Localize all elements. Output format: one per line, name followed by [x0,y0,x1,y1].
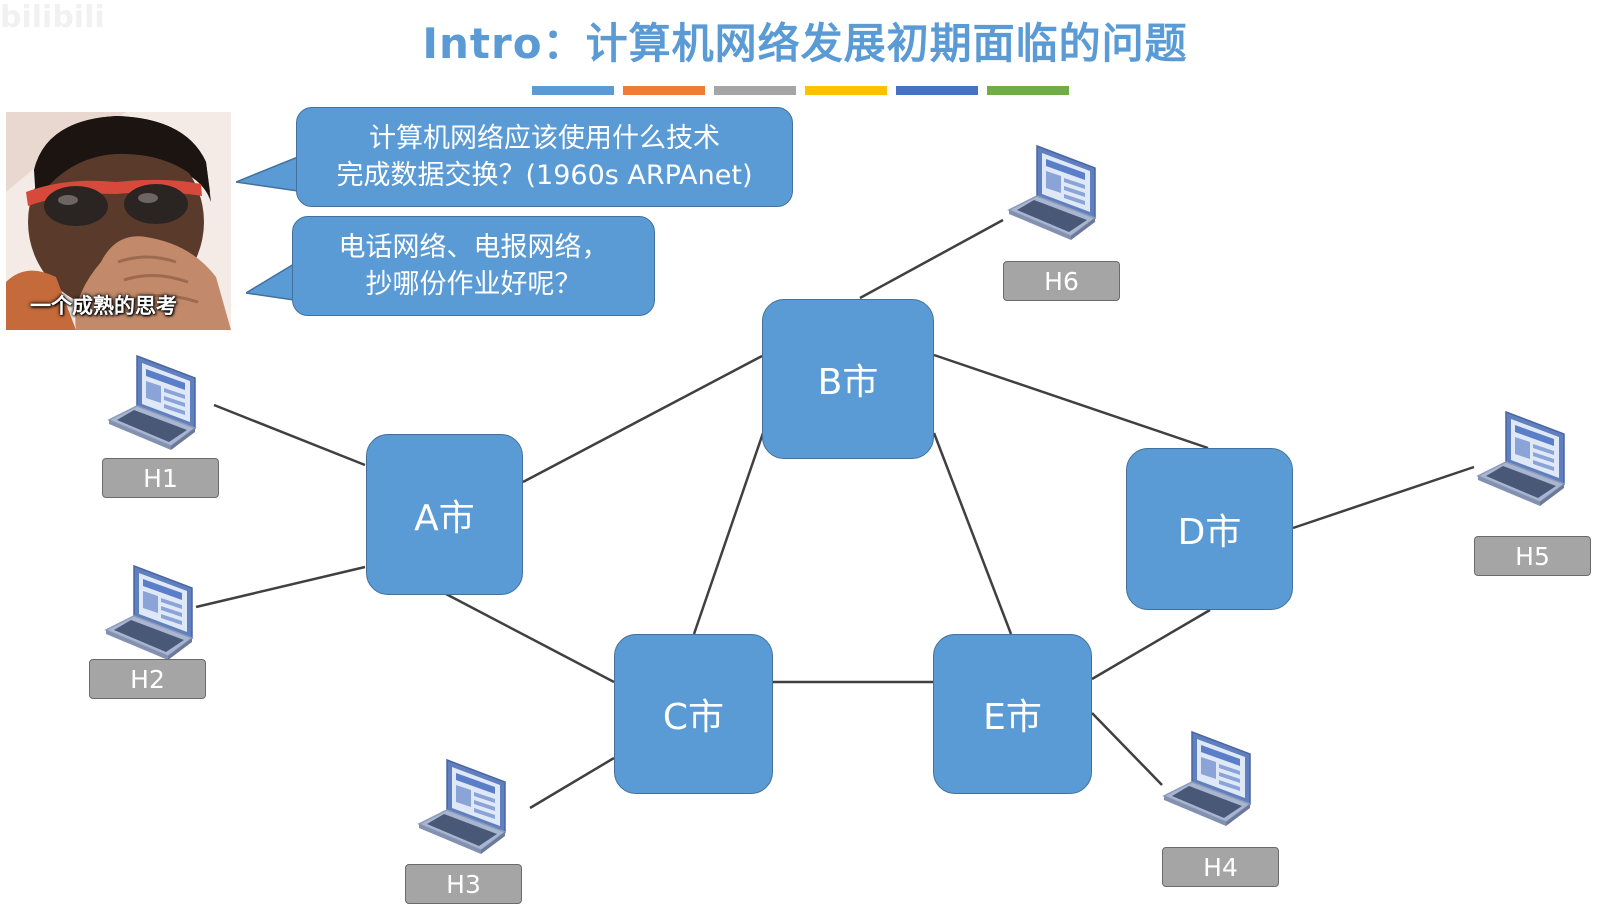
avatar-caption: 一个成熟的思考 [30,294,177,318]
city-node-c: C市 [614,634,773,794]
color-bar-gray [714,86,796,95]
city-node-a: A市 [366,434,523,595]
laptop-icon [104,564,194,660]
laptop-icon [1007,144,1097,240]
bubble-copy-line1: 电话网络、电报网络， [338,232,609,263]
bubble-copy: 电话网络、电报网络， 抄哪份作业好呢？ [292,216,655,316]
color-bar-green [987,86,1069,95]
avatar-illustration [6,112,231,330]
link-a-c [445,592,615,684]
thinking-kid-avatar: 一个成熟的思考 [6,112,231,330]
link-d-e [1091,608,1211,681]
bubble-question-tail [236,156,298,192]
host-label-h5: H5 [1474,536,1591,576]
city-node-d: D市 [1126,448,1293,610]
bubble-question: 计算机网络应该使用什么技术 完成数据交换？(1960s ARPAnet) [296,107,793,207]
color-bar-strip [532,86,1078,95]
link-b-c [692,432,765,635]
host-label-h4: H4 [1162,847,1279,887]
bubble-question-line2: 完成数据交换？(1960s ARPAnet) [336,160,753,191]
bubble-question-line1: 计算机网络应该使用什么技术 [369,123,720,154]
color-bar-orange [623,86,705,95]
city-node-b: B市 [762,299,934,459]
bubble-copy-tail [246,263,294,301]
host-label-h3: H3 [405,864,522,904]
host-label-h1: H1 [102,458,219,498]
laptop-icon [1162,730,1252,826]
link-b-d [933,353,1209,450]
bubble-copy-line2: 抄哪份作业好呢？ [365,269,582,300]
color-bar-yellow [805,86,887,95]
link-h2-a [195,565,366,609]
bilibili-watermark: bilibili [0,0,105,35]
host-label-h2: H2 [89,659,206,699]
city-node-e: E市 [933,634,1092,794]
host-label-h6: H6 [1003,261,1120,301]
link-e-h4 [1091,712,1163,786]
laptop-icon [417,758,507,854]
laptop-icon [1476,410,1566,506]
color-bar-dark-blue [896,86,978,95]
link-b-e [932,432,1013,635]
link-c-h3 [529,756,615,810]
link-b-h6 [859,218,1004,300]
link-d-h5 [1292,465,1475,530]
color-bar-blue [532,86,614,95]
slide-title: Intro：计算机网络发展初期面临的问题 [422,19,1188,68]
laptop-icon [107,354,197,450]
link-a-b [522,354,763,484]
link-h1-a [213,403,366,467]
